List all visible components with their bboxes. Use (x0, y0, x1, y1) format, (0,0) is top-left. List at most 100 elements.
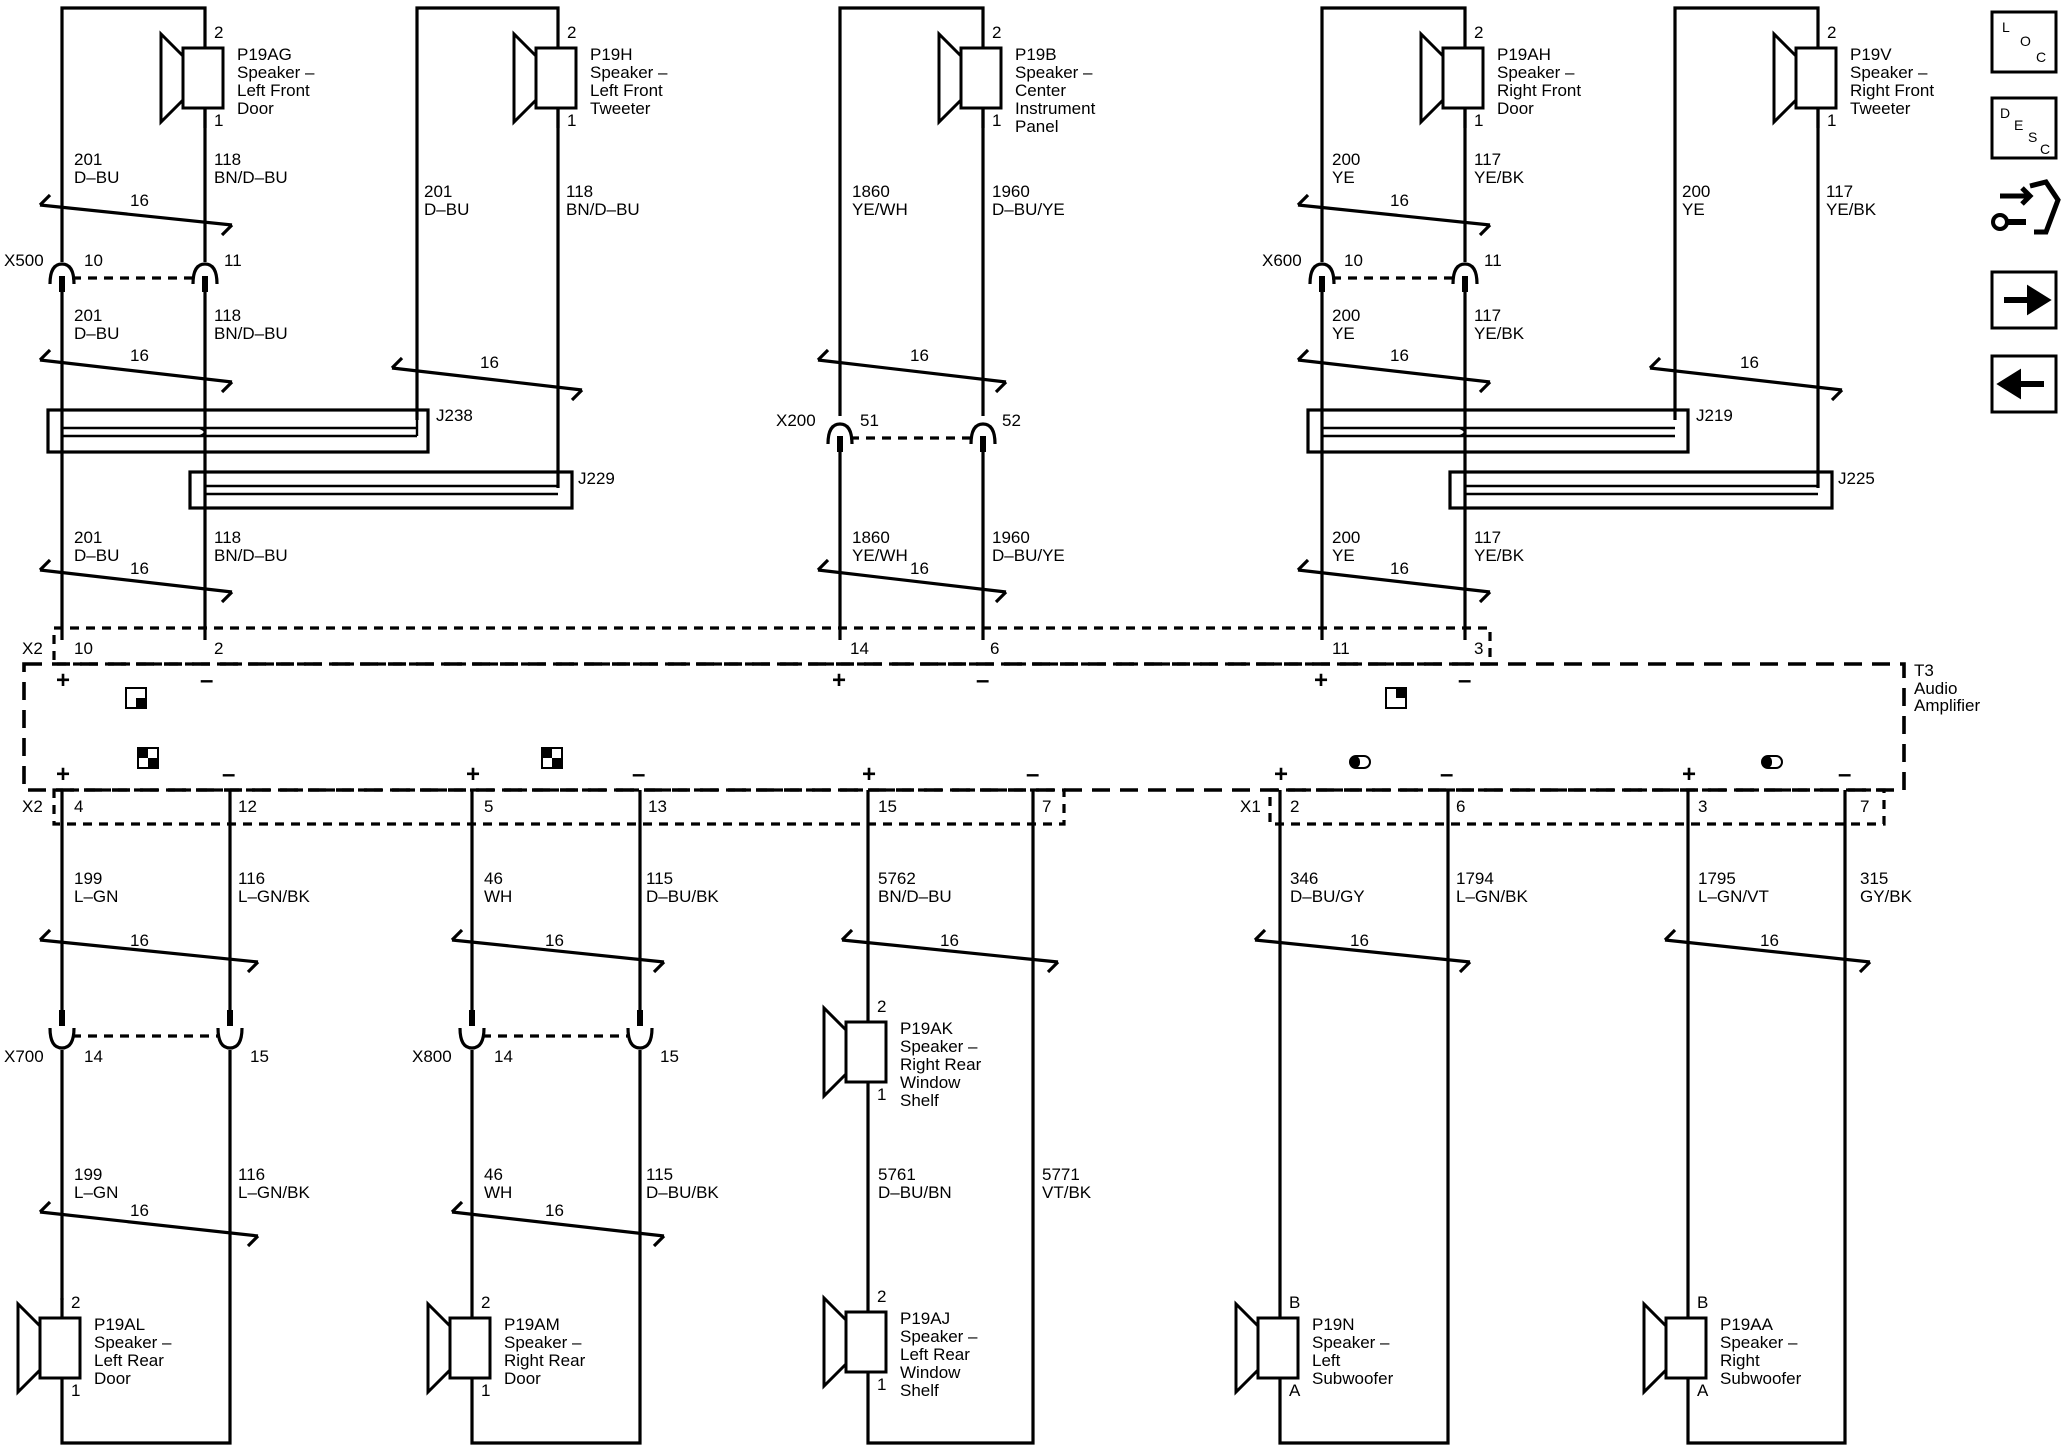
wire-5771 (866, 790, 1035, 1445)
speaker-pin-top: 2 (214, 23, 223, 42)
wire-circuit: 201 (74, 306, 102, 325)
wire-circuit: 1860 (852, 182, 890, 201)
speaker-desc: Door (504, 1369, 541, 1388)
wire-circuit: 117 (1826, 182, 1853, 201)
speaker-pin-top: B (1697, 1293, 1708, 1312)
wire-color: L–GN (74, 887, 118, 906)
inline-terminal (216, 1010, 244, 1050)
wire-color: YE/BK (1474, 168, 1525, 187)
polarity-plus: + (832, 667, 846, 694)
speaker-p19ah (1419, 28, 1485, 128)
gauge-slash (391, 366, 583, 392)
speaker-pin-bottom: 1 (214, 111, 223, 130)
speaker-id: P19AL (94, 1315, 145, 1334)
wire-201-top (60, 6, 207, 262)
inline-terminal (969, 422, 997, 452)
amp-pin: 3 (1474, 639, 1483, 658)
gauge-slash (1297, 203, 1491, 227)
wire-1860-top (838, 6, 985, 416)
speaker-p19am (426, 1298, 492, 1398)
wire-color: D–BU/BK (646, 1183, 719, 1202)
wire-circuit: 116 (238, 1165, 265, 1184)
gauge-slash (1649, 366, 1843, 392)
wire-color: D–BU/BK (646, 887, 719, 906)
svg-text:D: D (2000, 105, 2010, 121)
amp-connector-id: X1 (1240, 797, 1261, 816)
svg-text:C: C (2036, 49, 2046, 65)
wire-color: GY/BK (1860, 887, 1913, 906)
polarity-minus: – (222, 761, 235, 788)
speaker-pin-bottom: 1 (1827, 111, 1836, 130)
inline-terminal (48, 262, 76, 292)
inline-connector-id: X200 (776, 411, 816, 430)
speaker-desc: Speaker – (504, 1333, 582, 1352)
wire-color: BN/D–BU (214, 168, 288, 187)
wrench-connector-icon[interactable] (1991, 179, 2061, 235)
splice-id: J219 (1696, 406, 1733, 425)
polarity-minus: – (632, 761, 645, 788)
splice-id: J229 (578, 469, 615, 488)
inline-pin: 15 (250, 1047, 269, 1066)
speaker-desc: Subwoofer (1720, 1369, 1802, 1388)
inline-pin: 15 (660, 1047, 679, 1066)
wire-circuit: 201 (424, 182, 452, 201)
speaker-desc: Left Rear (94, 1351, 164, 1370)
prev-page-button[interactable] (1990, 354, 2058, 414)
amp-pin: 11 (1332, 639, 1350, 658)
speaker-id: P19B (1015, 45, 1057, 64)
speaker-pin-bottom: 1 (71, 1381, 80, 1400)
gauge-marks (38, 193, 1872, 1248)
svg-text:C: C (2040, 141, 2050, 157)
speaker-id: P19V (1850, 45, 1892, 64)
wire-circuit: 117 (1474, 150, 1501, 169)
gauge-slash (1664, 938, 1871, 964)
gauge-slash (1254, 938, 1471, 964)
svg-text:L: L (2002, 19, 2010, 35)
inline-connector-id: X500 (4, 251, 44, 270)
wire-color: D–BU/GY (1290, 887, 1365, 906)
amp-connector-id: X2 (22, 639, 43, 658)
desc-button[interactable]: D E S C (1990, 96, 2058, 160)
wire-200-top (1320, 6, 1467, 262)
polarity-plus: + (56, 667, 70, 694)
gauge-slash (39, 1210, 259, 1238)
speaker-desc: Speaker – (237, 63, 315, 82)
amplifier-id: T3 (1914, 661, 1934, 680)
wire-circuit: 346 (1290, 869, 1318, 888)
wire-116-b (60, 1050, 232, 1445)
speaker-desc: Instrument (1015, 99, 1096, 118)
gauge-slash (1297, 568, 1491, 594)
polarity-plus: + (862, 761, 876, 788)
speaker-pin-top: 2 (877, 1287, 886, 1306)
speaker-desc: Speaker – (1312, 1333, 1390, 1352)
wire-gauge: 16 (910, 346, 929, 365)
speaker-desc: Speaker – (1720, 1333, 1798, 1352)
wire-color: WH (484, 1183, 512, 1202)
speaker-desc: Window (900, 1073, 961, 1092)
wire-201-tweeter (415, 6, 560, 420)
wire-gauge: 16 (130, 559, 149, 578)
wire-circuit: 200 (1682, 182, 1710, 201)
speaker-p19ag (159, 28, 225, 128)
wire-circuit: 117 (1474, 306, 1501, 325)
speaker-desc: Shelf (900, 1381, 939, 1400)
amp-pin: 3 (1698, 797, 1707, 816)
inline-terminal (458, 1010, 486, 1050)
wire-115-b (470, 1050, 642, 1445)
wire-circuit: 199 (74, 869, 102, 888)
speaker-desc: Left Front (590, 81, 663, 100)
gauge-slash (39, 938, 259, 964)
wire-gauge: 16 (545, 931, 564, 950)
next-page-button[interactable] (1990, 270, 2058, 330)
amp-connector-x1-bottom (1268, 788, 1886, 826)
inline-pin: 11 (224, 251, 242, 270)
polarity-minus: – (1838, 761, 1851, 788)
wire-color: YE/BK (1474, 324, 1525, 343)
polarity-plus: + (466, 761, 480, 788)
svg-text:S: S (2028, 129, 2037, 145)
wire-color: BN/D–BU (214, 324, 288, 343)
loc-button[interactable]: L O C (1990, 10, 2058, 74)
speaker-pin-top: 2 (567, 23, 576, 42)
wire-circuit: 1960 (992, 182, 1030, 201)
